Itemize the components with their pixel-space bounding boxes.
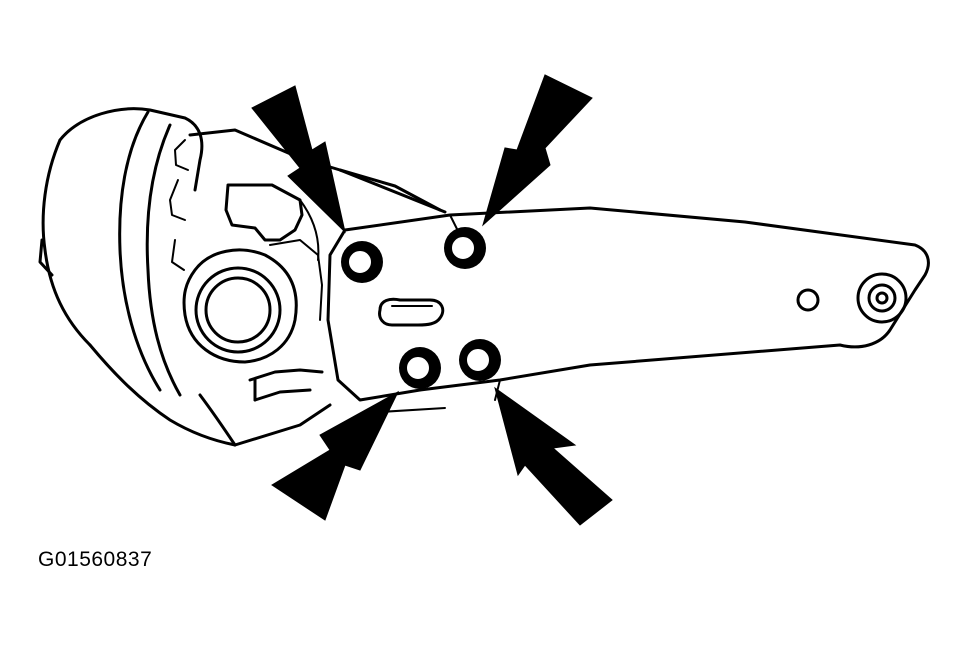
arrow-upper-right [482,74,593,227]
bolt-upper-left [341,241,383,283]
bolt-lower-right [459,339,501,381]
arrow-upper-left [251,85,346,234]
arrow-lower-left [271,390,400,521]
bolt-lower-left [399,347,441,389]
figure-code: G01560837 [38,548,153,571]
mounting-bracket-arm [326,206,930,413]
arrow-lower-right [494,386,613,526]
differential-housing [38,107,447,447]
bolt-upper-right [444,227,486,269]
